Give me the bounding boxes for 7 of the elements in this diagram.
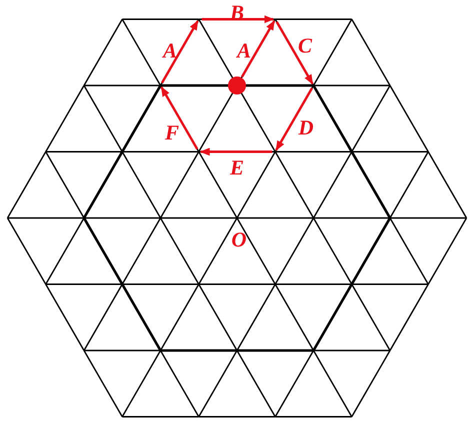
point-label: O bbox=[231, 230, 247, 250]
vector-label: A bbox=[237, 40, 251, 62]
vector-label: C bbox=[298, 36, 312, 56]
vector-label: D bbox=[298, 118, 314, 138]
vector-label: A bbox=[163, 40, 177, 62]
vector-label: E bbox=[230, 158, 244, 178]
vector-label: F bbox=[165, 122, 179, 144]
